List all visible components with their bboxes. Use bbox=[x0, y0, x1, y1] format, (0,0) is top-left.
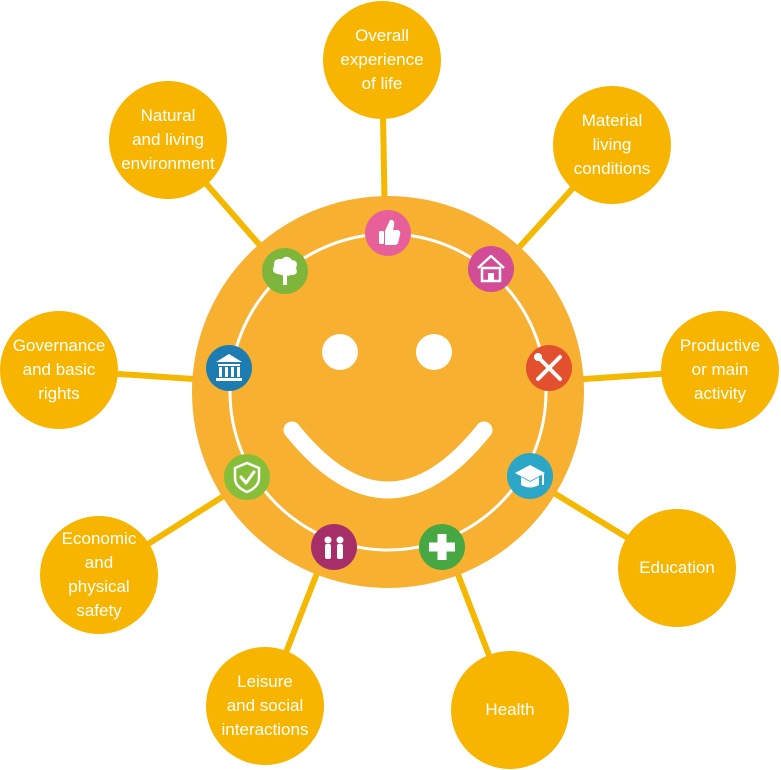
node-leisure-social bbox=[206, 647, 324, 765]
government-building-icon bbox=[206, 345, 252, 391]
node-label-text: Overall experience of life bbox=[340, 26, 424, 93]
sun-face bbox=[192, 196, 584, 588]
graduation-cap-icon bbox=[507, 453, 553, 499]
node-label-text: Leisure and social interactions bbox=[221, 672, 309, 739]
node-label-productive-activity: Productive or main activity bbox=[661, 311, 779, 429]
node-label-material-living-conditions: Material living conditions bbox=[553, 86, 671, 204]
node-label-overall-experience: Overall experience of life bbox=[323, 1, 441, 119]
node-label-education: Education bbox=[618, 509, 736, 627]
tools-icon bbox=[526, 345, 572, 391]
right-eye bbox=[416, 334, 452, 370]
people-icon bbox=[311, 524, 357, 570]
node-label-text: Productive or main activity bbox=[679, 336, 761, 403]
left-eye bbox=[322, 334, 358, 370]
node-label-text: Economic and physical safety bbox=[61, 529, 137, 620]
node-economic-safety bbox=[40, 516, 158, 634]
thumbs-up-icon bbox=[365, 210, 411, 256]
node-label-text: Governance and basic rights bbox=[12, 336, 106, 403]
node-health bbox=[451, 651, 569, 769]
node-label-text: Education bbox=[639, 558, 715, 577]
node-label-text: Health bbox=[485, 700, 535, 719]
node-governance-rights bbox=[0, 311, 118, 429]
node-label-economic-safety: Economic and physical safety bbox=[40, 516, 158, 634]
smile bbox=[283, 421, 493, 499]
node-label-health: Health bbox=[451, 651, 569, 769]
node-label-text: Material living conditions bbox=[573, 111, 651, 178]
node-label-natural-environment: Natural and living environment bbox=[109, 81, 227, 199]
node-label-leisure-social: Leisure and social interactions bbox=[206, 647, 324, 765]
node-label-governance-rights: Governance and basic rights bbox=[0, 311, 118, 429]
node-material-living-conditions bbox=[553, 86, 671, 204]
node-natural-environment bbox=[109, 81, 227, 199]
shield-check-icon bbox=[224, 454, 270, 500]
node-education bbox=[618, 509, 736, 627]
node-label-text: Natural and living environment bbox=[121, 106, 215, 173]
tree-icon bbox=[262, 248, 308, 294]
medical-cross-icon bbox=[419, 524, 465, 570]
node-productive-activity bbox=[661, 311, 779, 429]
house-icon bbox=[468, 246, 514, 292]
node-overall-experience bbox=[323, 1, 441, 119]
